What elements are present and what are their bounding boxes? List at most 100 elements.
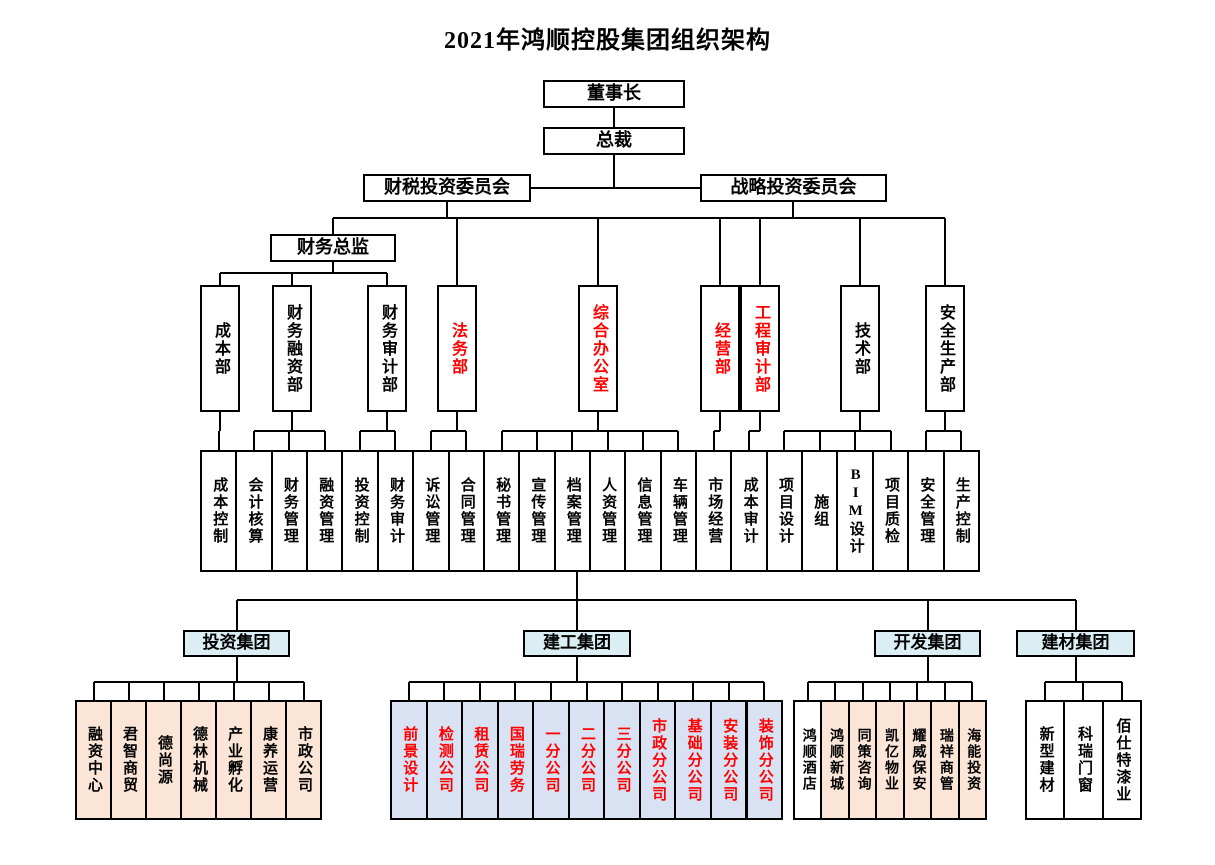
company-node: 佰仕特漆业 (1101, 700, 1142, 820)
connector-line (162, 682, 165, 700)
connector-line (407, 682, 410, 700)
connector-line (889, 431, 892, 450)
connector-line (859, 218, 861, 285)
sub-dept-node: 项目设计 (765, 450, 804, 572)
sub-dept-node: 诉讼管理 (412, 450, 450, 572)
dept-node-engineering-audit-dept: 工程审计部 (740, 285, 780, 412)
connector-line (806, 682, 809, 700)
connector-line (456, 218, 458, 285)
sub-dept-node: 财务审计 (376, 450, 415, 572)
dept-node-operations-dept: 经营部 (700, 285, 740, 412)
connector-line (613, 155, 615, 188)
sub-dept-node: 施组 (801, 450, 839, 572)
company-node: 二分公司 (567, 700, 606, 820)
company-node: 凯亿物业 (875, 700, 905, 820)
exec-node-chairman: 董事长 (543, 80, 685, 108)
connector-line (291, 412, 293, 431)
connector-line (606, 431, 609, 450)
connector-line (456, 412, 458, 431)
connector-line (197, 682, 200, 700)
connector-line (916, 682, 919, 700)
connector-line (302, 682, 305, 700)
connector-line (576, 657, 578, 682)
exec-node-strategy-investment-committee: 战略投资委员会 (700, 174, 887, 202)
connector-line (1074, 600, 1077, 630)
connector-line (943, 682, 946, 700)
connector-line (235, 657, 238, 682)
connector-line (127, 682, 130, 700)
connector-line (818, 431, 821, 450)
sub-dept-node: 生产控制 (942, 450, 980, 572)
company-node: 鸿顺酒店 (793, 700, 823, 820)
connector-line (763, 682, 766, 700)
sub-dept-node: 投资控制 (341, 450, 379, 572)
company-node: 海能投资 (957, 700, 987, 820)
connector-line (571, 431, 574, 450)
connector-line (960, 431, 963, 450)
connector-line (360, 430, 396, 432)
connector-line (759, 412, 761, 431)
connector-line (1074, 657, 1077, 682)
company-node: 新型建材 (1025, 700, 1066, 820)
connector-line (854, 431, 857, 450)
company-node: 瑞祥商管 (930, 700, 960, 820)
sub-dept-node: 成本控制 (200, 450, 238, 572)
dept-node-cost-dept: 成本部 (200, 285, 240, 412)
sub-dept-node: 项目质检 (871, 450, 910, 572)
connector-line (597, 218, 599, 285)
connector-line (784, 430, 891, 432)
connector-line (576, 600, 578, 630)
company-node: 国瑞劳务 (496, 700, 535, 820)
company-node: 鸿顺新城 (820, 700, 850, 820)
connector-line (514, 682, 517, 700)
connector-line (267, 682, 270, 700)
company-node: 产业孵化 (215, 700, 252, 820)
connector-line (926, 600, 929, 630)
group-node-investment-group: 投资集团 (183, 630, 290, 657)
connector-line (889, 682, 891, 700)
connector-line (333, 217, 945, 219)
connector-line (597, 412, 599, 431)
company-node: 君智商贸 (110, 700, 147, 820)
sub-dept-node: 融资管理 (306, 450, 344, 572)
sub-dept-node: 成本审计 (730, 450, 768, 572)
connector-line (861, 682, 864, 700)
company-node: 融资中心 (75, 700, 112, 820)
connector-line (613, 108, 615, 127)
connector-line (430, 430, 467, 432)
sub-dept-node: 车辆管理 (659, 450, 698, 572)
connector-line (926, 657, 929, 682)
dept-node-safety-production-dept: 安全生产部 (925, 285, 965, 412)
company-node: 康养运营 (250, 700, 287, 820)
group-node-development-group: 开发集团 (874, 630, 981, 657)
connector-line (386, 412, 388, 431)
connector-line (783, 431, 786, 450)
company-node: 同策咨询 (847, 700, 878, 820)
connector-line (1120, 682, 1123, 700)
sub-dept-node: BIM设计 (836, 450, 874, 572)
connector-line (291, 273, 293, 285)
sub-dept-node: 秘书管理 (482, 450, 521, 572)
company-node: 耀威保安 (902, 700, 933, 820)
connector-line (236, 599, 1076, 601)
exec-node-president: 总裁 (543, 127, 685, 155)
connector-line (759, 218, 761, 285)
connector-line (500, 431, 503, 450)
connector-line (924, 431, 927, 450)
chart-title: 2021年鸿顺控股集团组织架构 (444, 28, 771, 54)
connector-line (713, 430, 720, 432)
sub-dept-node: 人资管理 (588, 450, 627, 572)
connector-line (621, 682, 624, 700)
sub-dept-node: 档案管理 (553, 450, 591, 572)
connector-line (465, 431, 468, 450)
connector-line (332, 262, 334, 273)
connector-line (220, 272, 387, 274)
connector-line (219, 412, 221, 431)
sub-dept-node: 信息管理 (624, 450, 662, 572)
connector-line (719, 218, 721, 285)
connector-line (478, 682, 481, 700)
connector-line (219, 273, 221, 285)
connector-line (359, 431, 362, 450)
exec-node-finance-tax-investment-committee: 财税投资委员会 (363, 174, 531, 202)
